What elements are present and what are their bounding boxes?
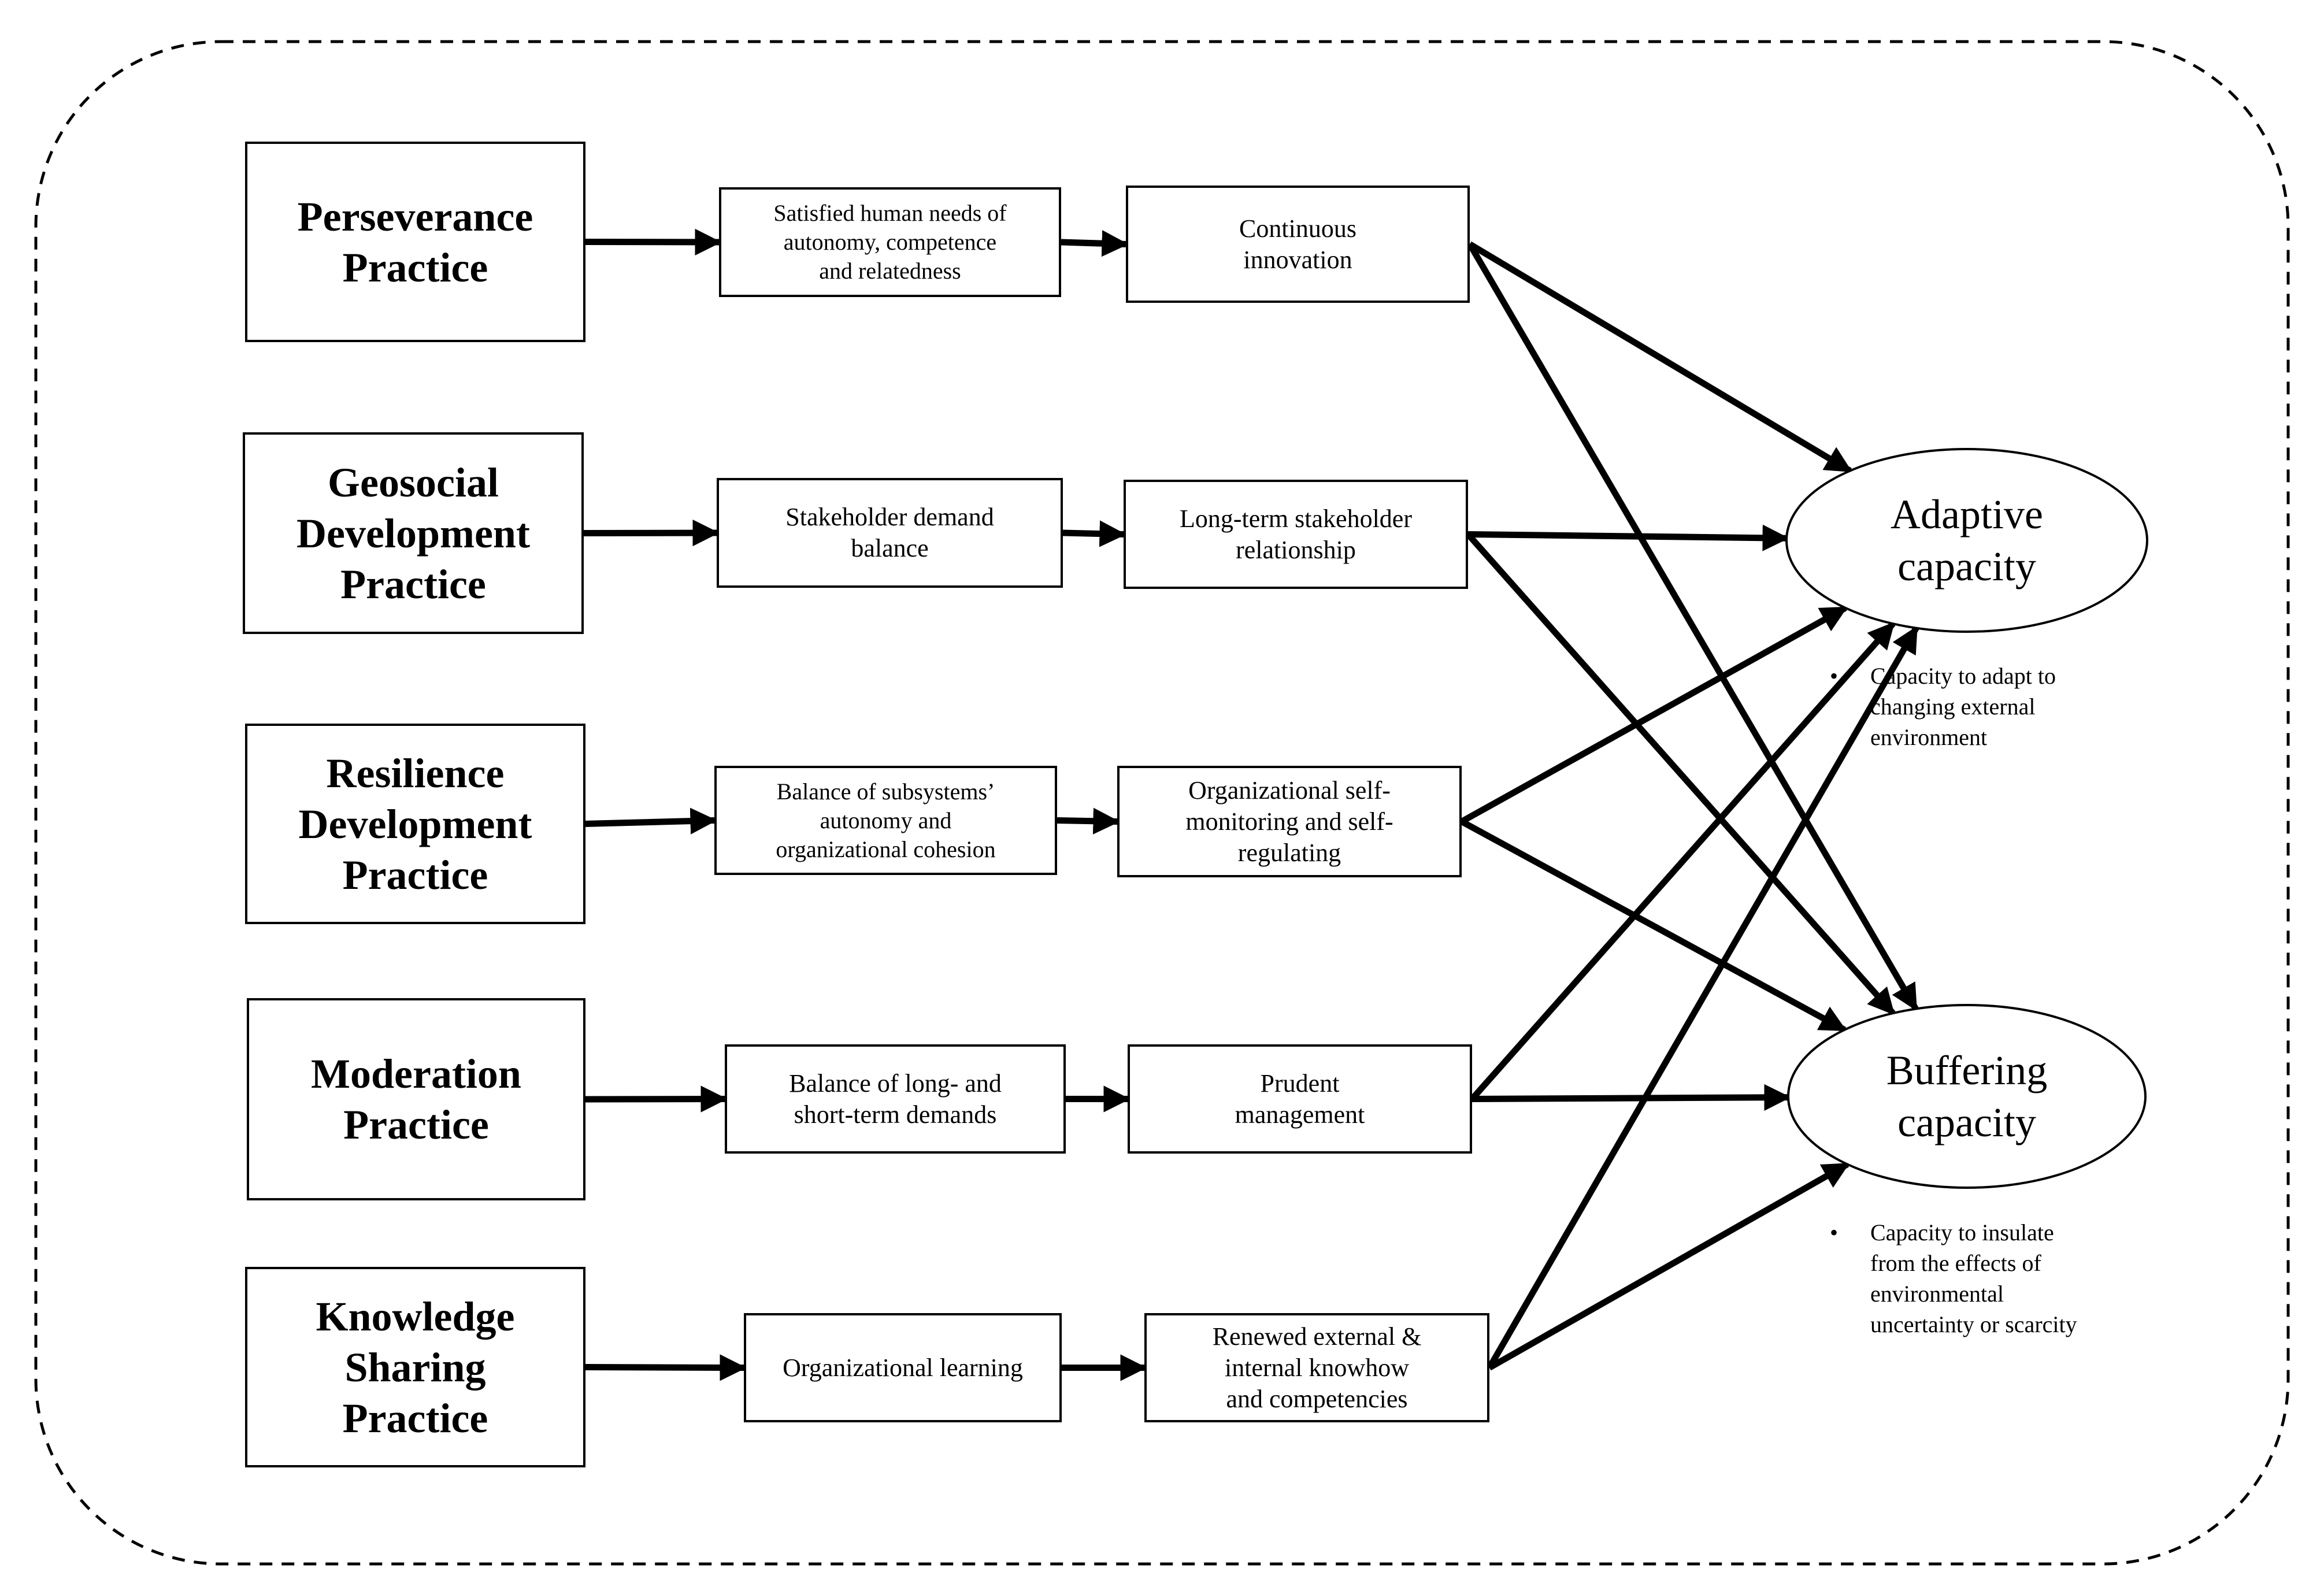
geosocial-development-practice-label: Geosocial Development Practice: [296, 459, 530, 607]
continuous-innovation-box: Continuous innovation: [1126, 186, 1470, 303]
subsystems-balance-label: Balance of subsystems’ autonomy and orga…: [776, 778, 996, 862]
moderation-practice-label: Moderation Practice: [311, 1051, 521, 1148]
adaptive-capacity-ellipse: [1785, 448, 2148, 633]
stakeholder-demand-box: Stakeholder demand balance: [717, 478, 1063, 588]
long-short-term-box: Balance of long- and short-term demands: [725, 1044, 1066, 1154]
arrow-p4-to-m4: [585, 1085, 728, 1113]
stakeholder-relationship-label: Long-term stakeholder relationship: [1180, 504, 1412, 564]
arrow-r5-to-buffering: [1488, 1161, 1850, 1371]
moderation-practice-box: Moderation Practice: [247, 998, 585, 1200]
subsystems-balance-box: Balance of subsystems’ autonomy and orga…: [714, 766, 1057, 875]
arrow-p5-to-m5: [585, 1354, 747, 1381]
arrow-m2-to-r2: [1062, 520, 1126, 547]
organizational-learning-box: Organizational learning: [744, 1313, 1062, 1422]
buffering-capacity-label: Buffering capacity: [1886, 1047, 2048, 1145]
arrow-r5-to-adaptive: [1487, 625, 1919, 1370]
bullet-symbol: •: [1830, 663, 1839, 689]
prudent-management-box: Prudent management: [1128, 1044, 1472, 1154]
self-monitoring-label: Organizational self- monitoring and self…: [1185, 776, 1393, 867]
buffering-capacity-bullet: • Capacity to insulate from the effects …: [1830, 1217, 2177, 1340]
arrow-r3-to-adaptive: [1460, 605, 1848, 825]
arrow-r3-to-buffering: [1460, 818, 1847, 1033]
knowledge-sharing-practice-label: Knowledge Sharing Practice: [316, 1293, 515, 1441]
dashed-border: [34, 40, 2290, 1566]
knowhow-competencies-label: Renewed external & internal knowhow and …: [1212, 1322, 1422, 1413]
arrow-p3-to-m3: [585, 807, 717, 835]
arrow-r1-to-adaptive: [1468, 241, 1852, 474]
human-needs-box: Satisfied human needs of autonomy, compe…: [719, 187, 1061, 297]
arrow-p1-to-m1: [585, 228, 722, 256]
perseverance-practice-label: Perseverance Practice: [297, 193, 533, 291]
stakeholder-demand-label: Stakeholder demand balance: [785, 503, 994, 562]
arrow-r1-to-buffering: [1467, 242, 1919, 1011]
knowledge-sharing-practice-box: Knowledge Sharing Practice: [245, 1267, 585, 1467]
arrow-r2-to-buffering: [1465, 532, 1896, 1015]
bullet-symbol: •: [1830, 1219, 1839, 1245]
perseverance-practice-box: Perseverance Practice: [245, 142, 585, 342]
adaptive-capacity-label: Adaptive capacity: [1891, 491, 2043, 590]
stakeholder-relationship-box: Long-term stakeholder relationship: [1124, 480, 1468, 589]
arrow-m3-to-r3: [1057, 807, 1120, 835]
organizational-learning-label: Organizational learning: [783, 1353, 1023, 1382]
adaptive-capacity-bullet: • Capacity to adapt to changing external…: [1830, 661, 2154, 752]
arrow-r2-to-adaptive: [1467, 524, 1789, 551]
buffering-capacity-ellipse: [1787, 1004, 2147, 1189]
arrow-r4-to-buffering: [1472, 1084, 1791, 1111]
long-short-term-label: Balance of long- and short-term demands: [789, 1069, 1002, 1129]
knowhow-competencies-box: Renewed external & internal knowhow and …: [1144, 1313, 1489, 1422]
self-monitoring-box: Organizational self- monitoring and self…: [1117, 766, 1462, 877]
arrow-m1-to-r1: [1061, 230, 1129, 257]
adaptive-capacity-description: Capacity to adapt to changing external e…: [1870, 663, 2056, 750]
resilience-development-practice-box: Resilience Development Practice: [245, 724, 585, 924]
geosocial-development-practice-box: Geosocial Development Practice: [243, 432, 584, 634]
prudent-management-label: Prudent management: [1235, 1069, 1365, 1129]
arrow-r4-to-adaptive: [1469, 621, 1896, 1102]
buffering-capacity-description: Capacity to insulate from the effects of…: [1870, 1219, 2077, 1337]
resilience-development-practice-label: Resilience Development Practice: [298, 750, 532, 898]
human-needs-label: Satisfied human needs of autonomy, compe…: [773, 200, 1007, 284]
continuous-innovation-label: Continuous innovation: [1239, 214, 1356, 274]
